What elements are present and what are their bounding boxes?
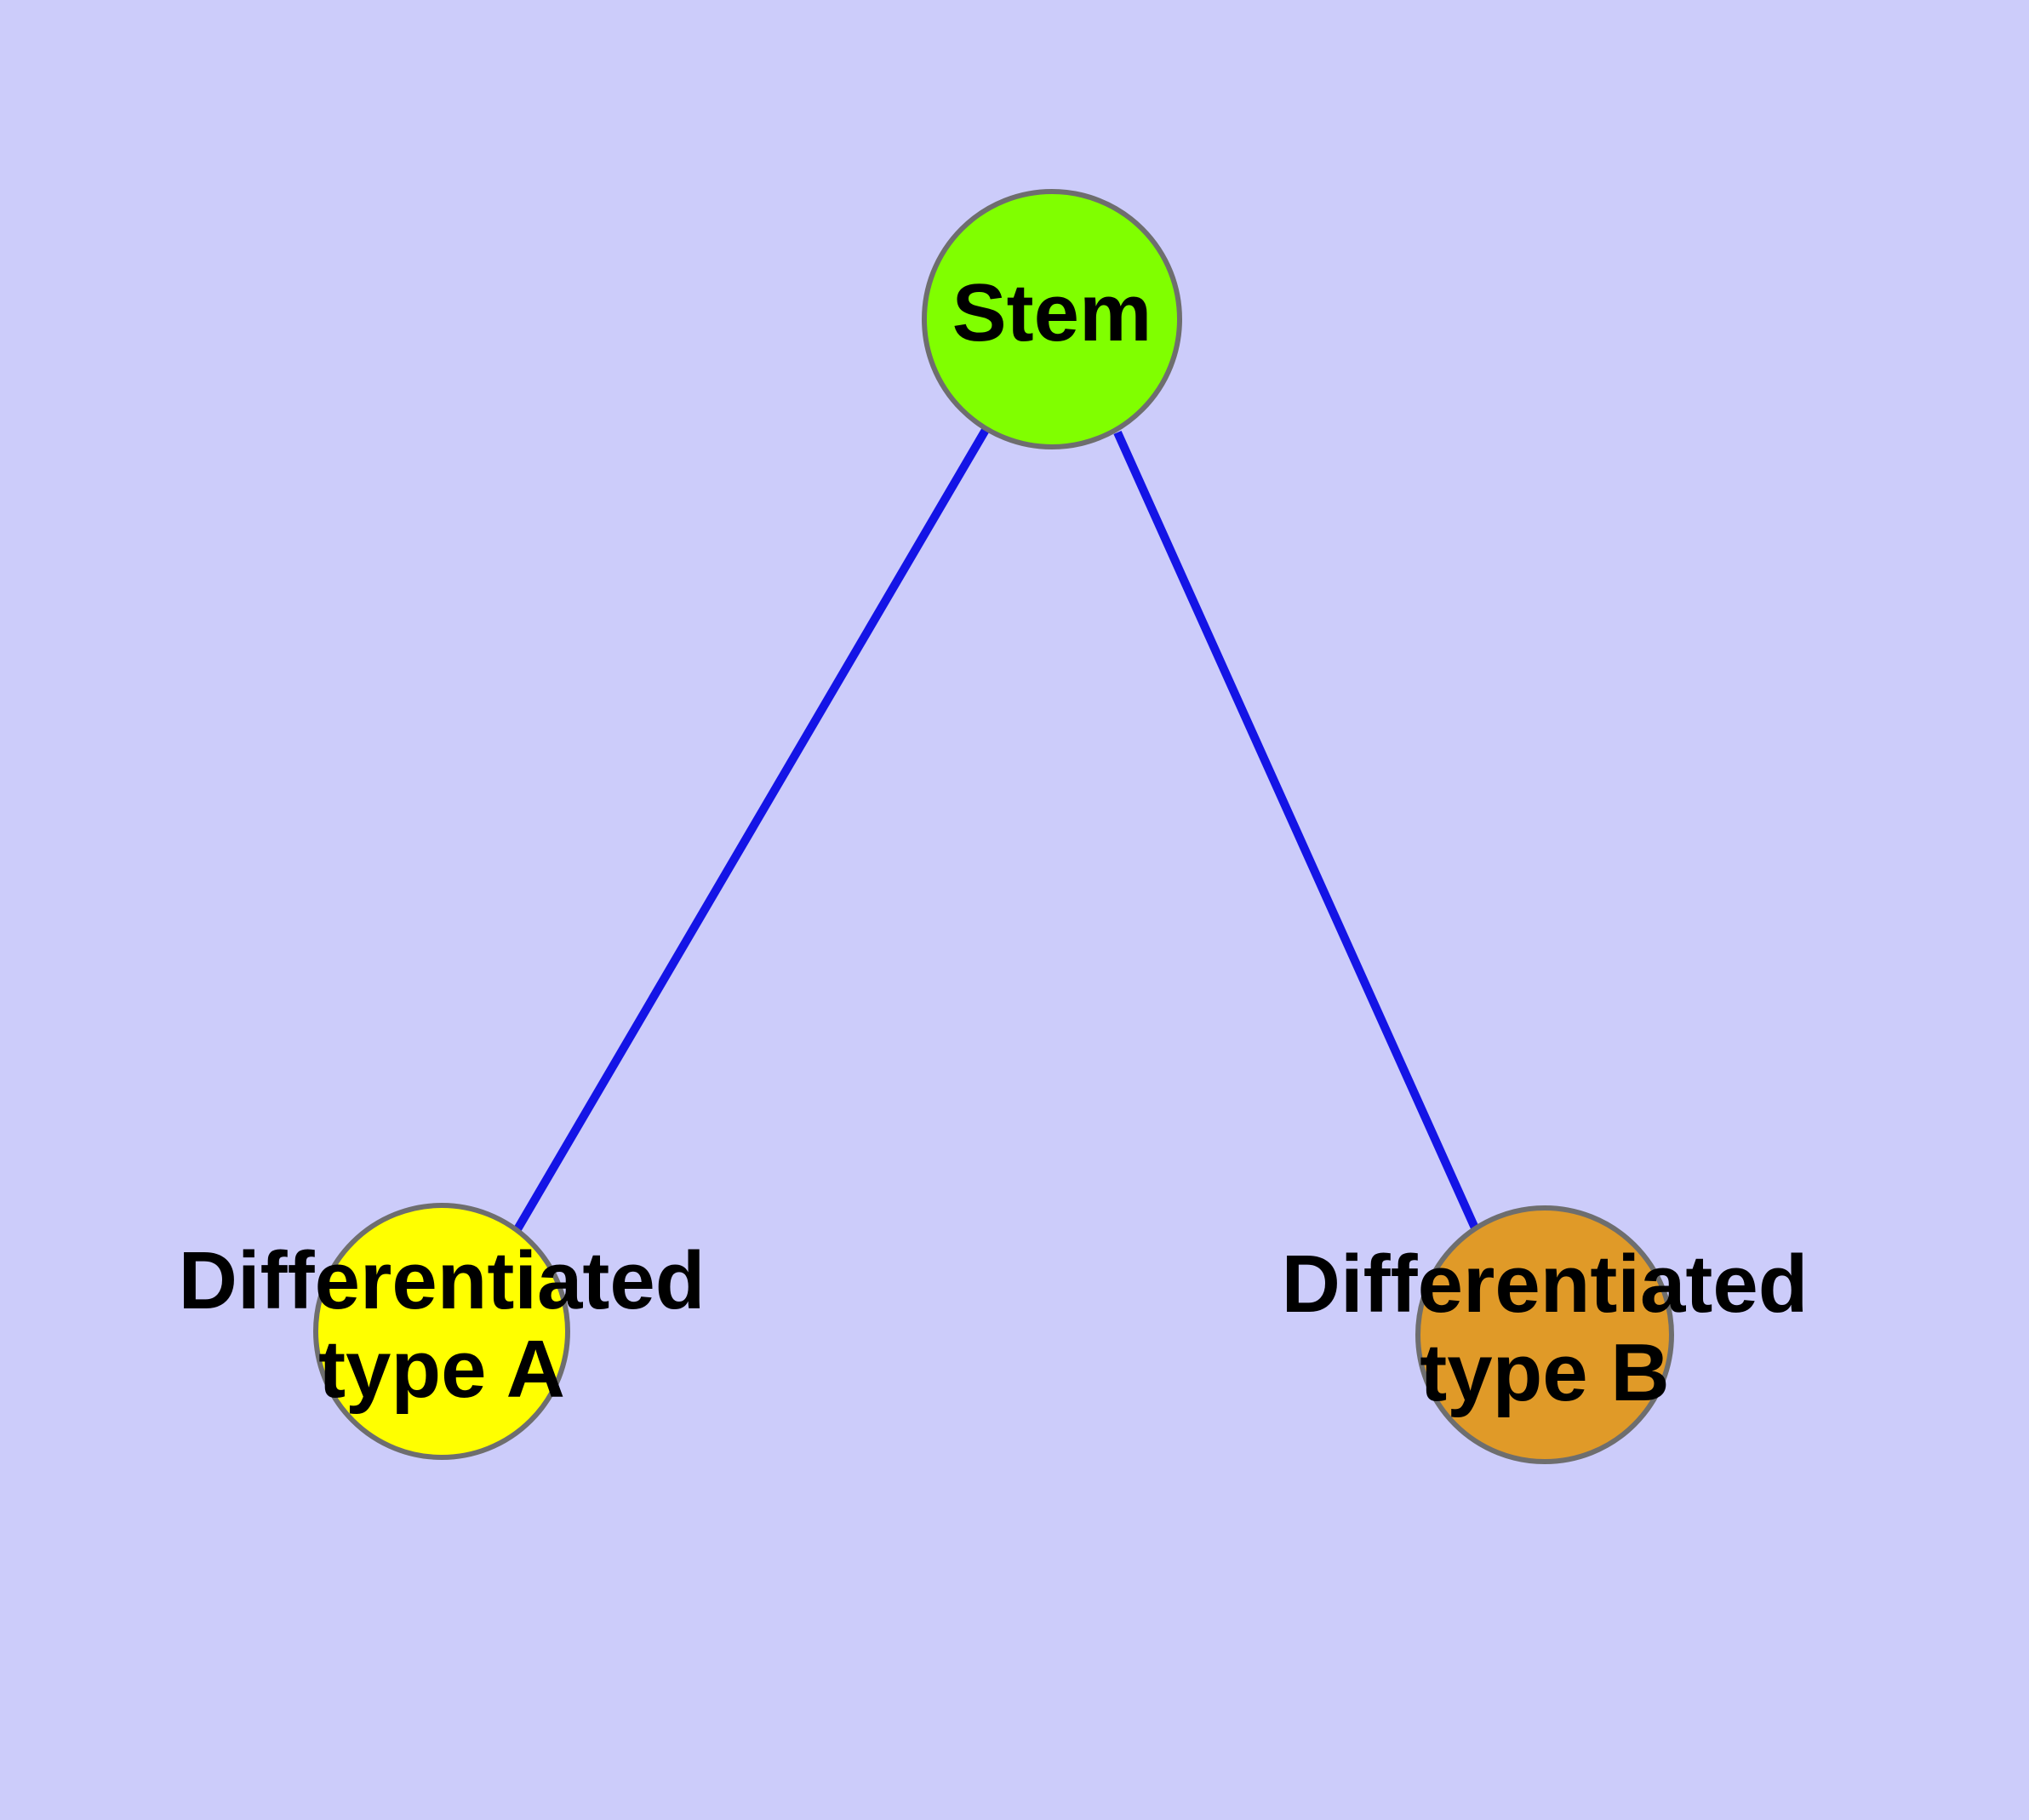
graph-edge-stem-to-diff-a[interactable] [513,427,990,1232]
node-label-line: type A [318,1324,565,1415]
graph-node-stem[interactable] [922,189,1182,449]
node-label-line: Differentiated [1282,1239,1809,1330]
graph-node-diff_a[interactable] [313,1203,570,1460]
graph-edge-stem-to-diff-b[interactable] [1113,430,1481,1234]
graph-node-diff_b[interactable] [1415,1205,1674,1464]
node-label-line: Stem [952,267,1152,358]
node-label-stem: Stem [952,267,1152,358]
nodes-layer [313,189,1674,1464]
node-label-line: Differentiated [179,1235,706,1326]
node-label-line: type B [1420,1327,1669,1418]
edges-layer [513,427,1481,1234]
